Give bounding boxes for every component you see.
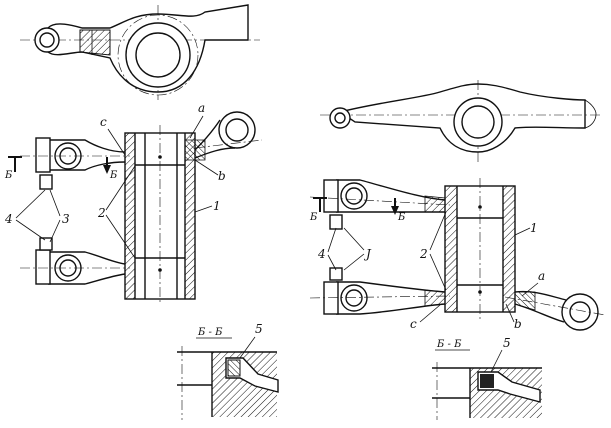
left-labels: a c b 1 2 4 3 Б Б — [4, 101, 226, 259]
section-mark-left-2: Б — [109, 170, 118, 181]
right-assembly — [309, 178, 606, 331]
label-b-left: b — [218, 169, 226, 183]
label-b-right: b — [514, 317, 522, 331]
section-mark-left-1: Б — [4, 170, 13, 181]
label-5-left: 5 — [255, 322, 263, 336]
label-a-left: a — [198, 101, 205, 115]
right-labels: 1 2 4 J a c b Б Б — [309, 211, 545, 331]
label-a-right: a — [538, 269, 545, 283]
label-4-right: 4 — [317, 247, 326, 261]
right-rocker-arm-top-view — [320, 80, 600, 165]
label-3-right: J — [363, 247, 372, 261]
left-rocker-arm-top-view — [20, 4, 260, 100]
section-title-right: Б - Б — [436, 339, 462, 350]
label-2-right: 2 — [419, 247, 428, 261]
label-c-left: c — [100, 115, 107, 129]
label-4-left: 4 — [4, 212, 13, 226]
label-1-left: 1 — [213, 199, 221, 213]
left-assembly — [8, 111, 263, 305]
label-c-right: c — [410, 317, 417, 331]
left-section-view: Б - Б 5 — [177, 322, 279, 420]
section-mark-right-1: Б — [309, 212, 318, 223]
section-title-left: Б - Б — [197, 327, 223, 338]
label-5-right: 5 — [503, 336, 511, 350]
label-2-left: 2 — [97, 206, 106, 220]
label-1-right: 1 — [530, 221, 538, 235]
label-3-left: 3 — [62, 212, 70, 226]
right-section-view: Б - Б 5 — [432, 336, 542, 420]
section-mark-right-2: Б — [397, 212, 406, 223]
